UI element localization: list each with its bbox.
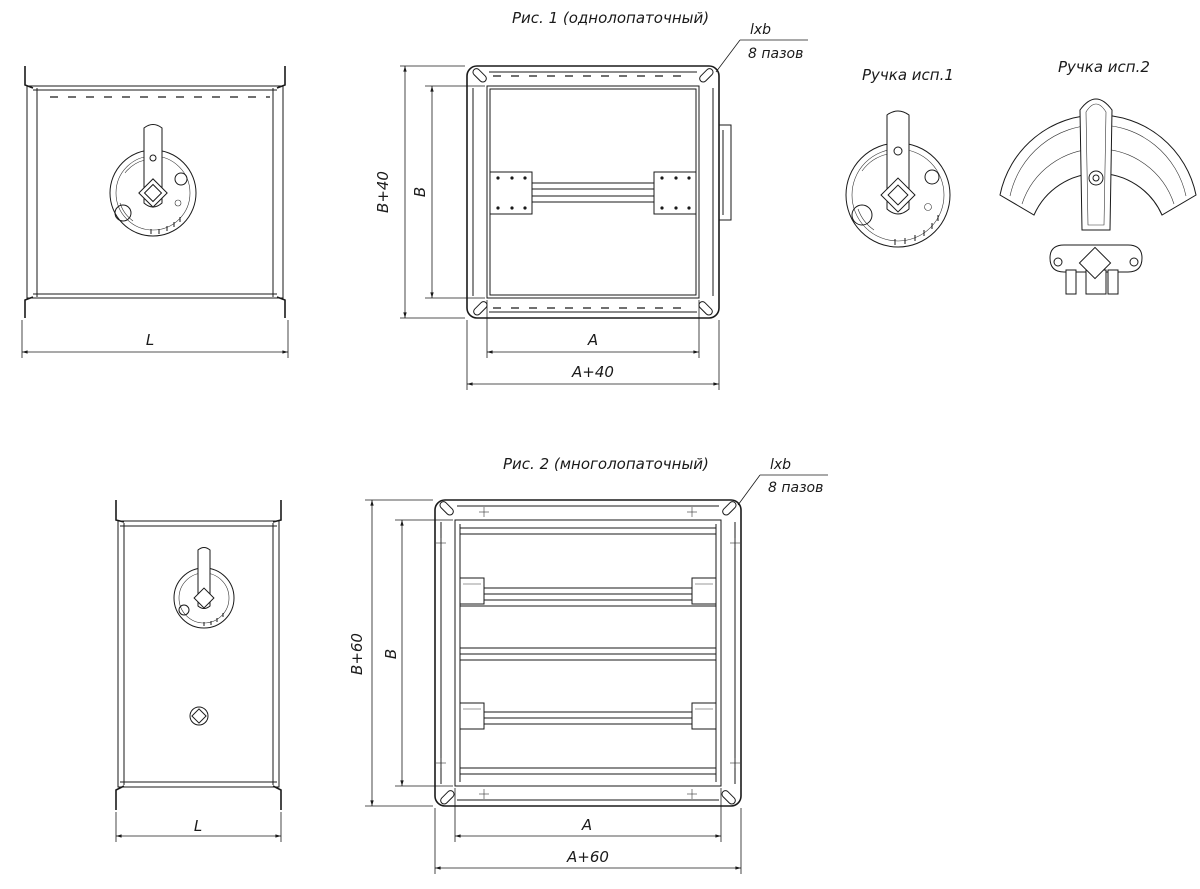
fig1-dim-A: A <box>587 331 598 349</box>
fig2-slot-label-line2: 8 пазов <box>768 480 823 496</box>
handle2-caption: Ручка исп.2 <box>1058 58 1150 76</box>
fig2-dim-B: B <box>382 649 400 659</box>
fig2-side-view <box>115 500 282 842</box>
handle-1-detail <box>845 110 951 248</box>
fig1-slot-label-line1: lxb <box>750 22 771 38</box>
fig2-dim-A60: A+60 <box>566 848 609 866</box>
fig1-dim-A40: A+40 <box>571 363 614 381</box>
fig1-front-view <box>400 39 808 390</box>
fig1-caption: Рис. 1 (однолопаточный) <box>512 9 709 27</box>
fig1-slot-label-line2: 8 пазов <box>748 46 803 62</box>
handle1-caption: Ручка исп.1 <box>862 66 954 84</box>
fig1-dim-B: B <box>411 187 429 197</box>
handle-1-side-fig2 <box>173 547 235 629</box>
fig1-dim-L: L <box>146 331 154 349</box>
fig2-dim-A: A <box>581 816 592 834</box>
handle-2-detail <box>999 98 1197 295</box>
fig2-dim-B60: B+60 <box>348 633 366 675</box>
fig2-slot-label-line1: lxb <box>770 457 791 473</box>
handle-1-side-fig1 <box>109 124 197 237</box>
fig1-dim-B40: B+40 <box>374 171 392 213</box>
fig2-dim-L: L <box>194 817 202 835</box>
fig2-caption: Рис. 2 (многолопаточный) <box>503 455 709 473</box>
fig2-front-view <box>365 474 828 874</box>
fig1-side-view <box>21 66 289 358</box>
